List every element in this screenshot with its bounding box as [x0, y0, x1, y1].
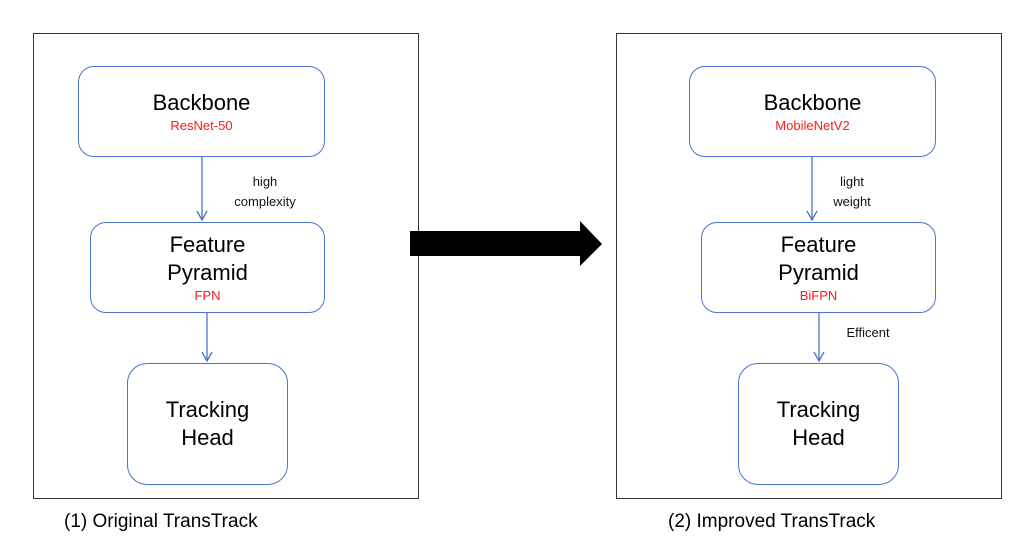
right-edge1-label: light weight [822, 172, 882, 212]
left-fpn-title-line1: Feature [169, 232, 246, 257]
right-fpn-box: Feature Pyramid BiFPN [701, 222, 936, 313]
left-fpn-model: FPN [194, 288, 221, 303]
right-fpn-title-line1: Feature [780, 232, 857, 257]
improved-panel [616, 33, 1002, 499]
right-edge1-label-line1: light [840, 174, 864, 189]
left-fpn-title-line2: Pyramid [167, 260, 248, 285]
transition-arrow-icon [410, 221, 602, 266]
right-head-title-line1: Tracking [776, 397, 861, 422]
left-backbone-box: Backbone ResNet-50 [78, 66, 325, 157]
right-edge2-label: Efficent [828, 323, 908, 343]
left-edge1-label: high complexity [220, 172, 310, 212]
left-edge1-label-line2: complexity [234, 194, 296, 209]
left-edge1-label-line1: high [252, 174, 278, 189]
left-head-title-line1: Tracking [165, 397, 250, 422]
right-backbone-box: Backbone MobileNetV2 [689, 66, 936, 157]
left-head-title-line2: Head [181, 425, 234, 450]
right-head-box: Tracking Head [738, 363, 899, 485]
right-head-title-line2: Head [792, 425, 845, 450]
right-edge2-label-text: Efficent [846, 325, 890, 340]
right-fpn-title-line2: Pyramid [778, 260, 859, 285]
original-panel [33, 33, 419, 499]
right-edge1-label-line2: weight [833, 194, 871, 209]
left-head-box: Tracking Head [127, 363, 288, 485]
right-backbone-model: MobileNetV2 [775, 118, 850, 133]
left-caption: (1) Original TransTrack [64, 511, 258, 532]
right-backbone-title: Backbone [763, 90, 862, 115]
right-caption: (2) Improved TransTrack [668, 511, 876, 532]
left-backbone-model: ResNet-50 [170, 118, 233, 133]
right-fpn-model: BiFPN [799, 288, 838, 303]
left-fpn-box: Feature Pyramid FPN [90, 222, 325, 313]
left-backbone-title: Backbone [152, 90, 251, 115]
